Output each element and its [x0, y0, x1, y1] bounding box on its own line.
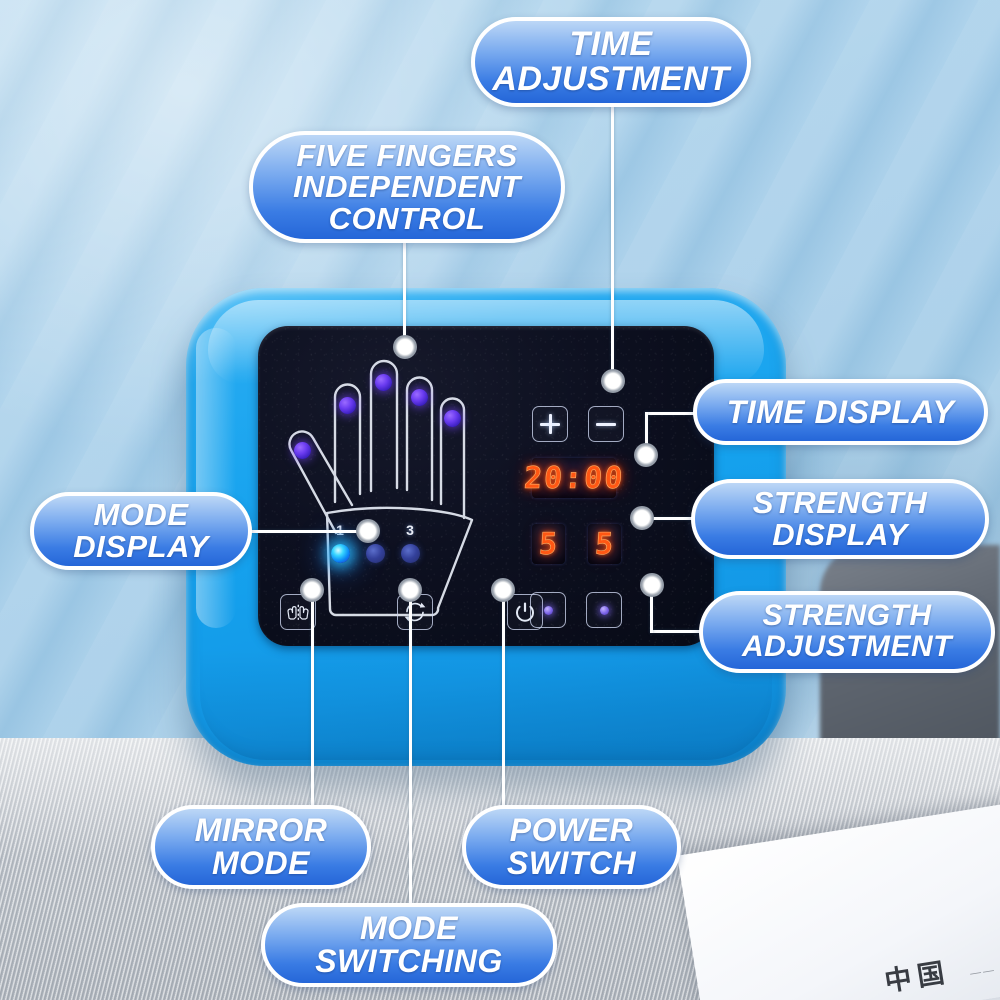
anchor-power-switch: [491, 578, 515, 602]
power-switch-button[interactable]: [507, 594, 543, 630]
anchor-time-adjustment: [601, 369, 625, 393]
leader-line-strength-display: [641, 517, 721, 520]
power-icon: [516, 602, 534, 622]
refresh-cycle-icon: [404, 602, 426, 622]
mirror-hands-icon: [287, 604, 309, 620]
mode-led-label-3: 3: [406, 522, 414, 538]
device-left-highlight: [196, 328, 236, 628]
callout-strength-adjustment[interactable]: STRENGTH ADJUSTMENT: [699, 591, 995, 673]
control-panel: 1 2 3: [258, 326, 714, 646]
leader-line-strength-adjust: [650, 630, 725, 633]
callout-power-switch-line-2: SWITCH: [506, 845, 637, 881]
hand-outline-svg: [288, 359, 474, 617]
callout-five-fingers-line-1: FIVE FINGERS: [296, 137, 518, 173]
dot-icon-left: [543, 605, 553, 615]
anchor-strength-display: [630, 506, 654, 530]
callout-time-adjustment-line-2: ADJUSTMENT: [492, 60, 730, 98]
fingertip-led-middle: [375, 374, 392, 391]
mode-led-3: [401, 544, 420, 563]
fingertip-led-thumb: [294, 442, 311, 459]
callout-five-fingers-line-2: INDEPENDENT: [293, 169, 521, 205]
callout-mode-switching[interactable]: MODE SWITCHING: [261, 903, 557, 987]
leader-line-mirror-mode: [311, 590, 314, 812]
strength-display-right-value: 5: [594, 526, 615, 562]
callout-strength-display-line-1: STRENGTH: [752, 485, 928, 521]
fingertip-led-little: [444, 410, 461, 427]
device-bottom-shade: [200, 650, 772, 760]
anchor-mode-switching: [398, 578, 422, 602]
mode-led-2: [366, 544, 385, 563]
fingertip-led-ring: [411, 389, 428, 406]
callout-mirror-mode[interactable]: MIRROR MODE: [151, 805, 371, 889]
callout-mode-switching-line-1: MODE: [360, 910, 458, 947]
callout-power-switch-line-1: POWER: [509, 812, 634, 849]
time-decrease-button[interactable]: [588, 406, 624, 442]
callout-five-fingers[interactable]: FIVE FINGERS INDEPENDENT CONTROL: [249, 131, 565, 243]
strength-decrease-button[interactable]: [530, 592, 566, 628]
leader-line-mode-switching: [409, 590, 412, 908]
plus-icon: [540, 414, 560, 434]
callout-time-display[interactable]: TIME DISPLAY: [693, 379, 988, 445]
mirror-mode-button[interactable]: [280, 594, 316, 630]
anchor-strength-adjustment: [640, 573, 664, 597]
callout-power-switch[interactable]: POWER SWITCH: [462, 805, 681, 889]
leader-line-power-switch: [502, 590, 505, 812]
time-display-value: 20:00: [522, 460, 626, 496]
fingertip-led-index: [339, 397, 356, 414]
leader-line-time-display-drop: [645, 412, 648, 454]
callout-time-adjustment[interactable]: TIME ADJUSTMENT: [471, 17, 751, 107]
strength-display-right: 5: [588, 524, 621, 564]
time-display: 20:00: [522, 458, 626, 498]
callout-strength-adjustment-line-1: STRENGTH: [762, 599, 932, 633]
time-increase-button[interactable]: [532, 406, 568, 442]
anchor-mode-display: [356, 519, 380, 543]
callout-strength-adjustment-line-2: ADJUSTMENT: [741, 630, 952, 663]
callout-mode-display-line-2: DISPLAY: [73, 529, 209, 564]
callout-five-fingers-line-3: CONTROL: [328, 200, 486, 236]
leader-line-five-fingers: [403, 236, 406, 351]
mode-display-leds: 1 2 3: [330, 522, 440, 568]
callout-time-display-line-1: TIME DISPLAY: [726, 393, 955, 430]
callout-strength-display-line-2: DISPLAY: [772, 517, 908, 552]
leader-line-mode-display: [245, 530, 370, 533]
leader-line-time-display: [645, 412, 720, 415]
anchor-mirror-mode: [300, 578, 324, 602]
anchor-five-fingers: [393, 335, 417, 359]
callout-time-adjustment-line-1: TIME: [569, 25, 653, 64]
callout-mode-display-line-1: MODE: [93, 497, 189, 533]
callout-mirror-mode-line-2: MODE: [211, 845, 310, 881]
callout-mode-display[interactable]: MODE DISPLAY: [30, 492, 252, 570]
leader-line-time-adjustment: [611, 106, 614, 381]
callout-mirror-mode-line-1: MIRROR: [194, 812, 328, 849]
strength-display-left: 5: [532, 524, 565, 564]
strength-increase-button[interactable]: [586, 592, 622, 628]
strength-display-left-value: 5: [538, 526, 559, 562]
hand-outline-graphic: [274, 348, 524, 638]
dot-icon-right: [599, 605, 609, 615]
callout-strength-display[interactable]: STRENGTH DISPLAY: [691, 479, 989, 559]
mode-led-1: [331, 544, 350, 563]
leader-line-strength-adjust-drop: [650, 584, 653, 633]
minus-icon: [596, 414, 616, 434]
callout-mode-switching-line-2: SWITCHING: [315, 943, 503, 979]
anchor-time-display: [634, 443, 658, 467]
